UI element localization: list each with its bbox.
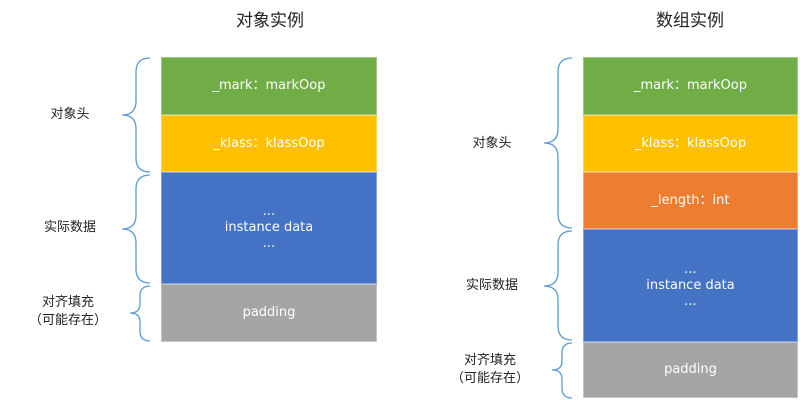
object-data-brace: [121, 174, 151, 284]
array-mark-block: _mark：markOop: [583, 57, 798, 115]
object-padding-side-label: 对齐填充 （可能存在）: [18, 294, 118, 330]
array-instance-data-block: ... instance data ...: [583, 229, 798, 342]
object-padding-block: padding: [161, 284, 377, 342]
array-padding-label: padding: [664, 362, 717, 377]
object-padding-brace: [129, 285, 151, 342]
object-padding-line2: （可能存在）: [28, 313, 107, 328]
object-instance-data-label: instance data: [224, 220, 314, 235]
array-padding-block: padding: [583, 342, 798, 398]
object-padding-label: padding: [242, 305, 296, 320]
array-instance-title: 数组实例: [656, 11, 724, 31]
array-klass-label: _klass：klassOop: [634, 135, 747, 151]
array-padding-side-label: 对齐填充 （可能存在）: [440, 352, 540, 388]
object-header-brace: [121, 57, 151, 173]
object-klass-block: _klass：klassOop: [161, 115, 377, 172]
array-instance-dots-bottom: ...: [684, 293, 697, 309]
array-length-block: _length：int: [583, 172, 798, 229]
array-padding-brace: [551, 342, 573, 399]
array-instance-data-label: instance data: [646, 277, 735, 293]
array-padding-line2: （可能存在）: [450, 371, 529, 386]
array-header-label: 对象头: [472, 136, 512, 151]
object-padding-line1: 对齐填充: [41, 295, 94, 310]
object-instance-dots-bottom: ...: [262, 236, 276, 251]
array-length-label: _length：int: [651, 192, 730, 208]
array-klass-block: _klass：klassOop: [583, 115, 798, 172]
object-header-label: 对象头: [50, 107, 90, 122]
array-instance-dots-top: ...: [684, 261, 697, 277]
object-instance-dots-top: ...: [262, 204, 276, 219]
array-header-brace: [543, 57, 573, 229]
object-mark-block: _mark：markOop: [161, 57, 377, 115]
object-data-label: 实际数据: [43, 220, 96, 235]
array-padding-line1: 对齐填充: [463, 353, 516, 368]
object-mark-label: _mark：markOop: [212, 78, 326, 93]
object-instance-data-block: ... instance data ...: [161, 172, 377, 284]
array-data-label: 实际数据: [465, 278, 518, 293]
array-data-brace: [543, 230, 573, 341]
object-klass-label: _klass：klassOop: [213, 135, 325, 151]
object-instance-title: 对象实例: [236, 11, 304, 31]
array-mark-label: _mark：markOop: [634, 78, 747, 93]
